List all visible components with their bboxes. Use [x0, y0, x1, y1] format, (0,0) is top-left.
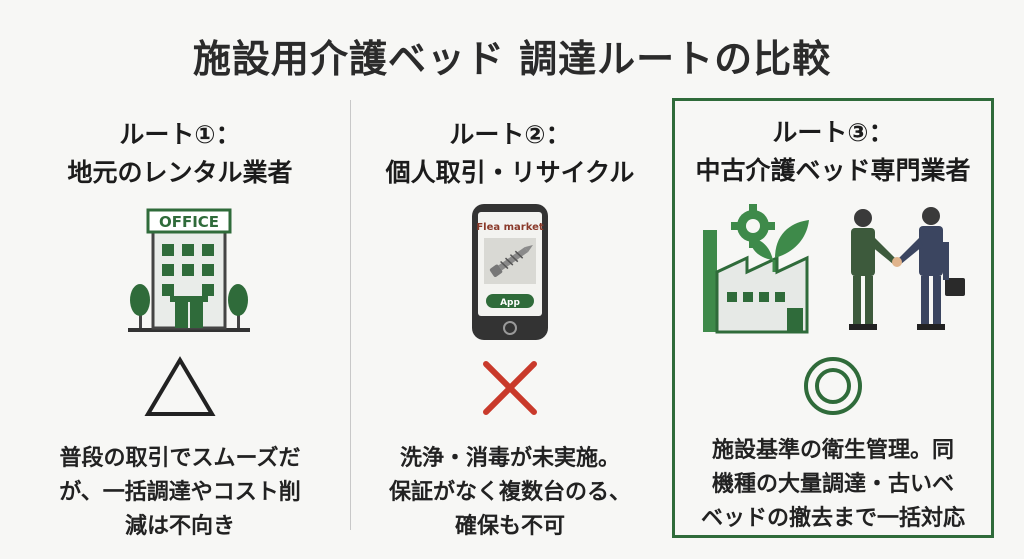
route-1-heading-line1: ルート①： — [119, 120, 241, 149]
smartphone-app-icon: Flea market App — [472, 204, 548, 340]
route-3-column: ルート③： 中古介護ベッド専門業者 — [672, 98, 994, 538]
route-1-column: ルート①： 地元のレンタル業者 OFFICE 普段の取引でスムーズだ が、一括調… — [20, 100, 340, 540]
route-3-heading-line2: 中古介護ベッド専門業者 — [695, 156, 971, 185]
factory-handshake-icon — [703, 204, 965, 334]
route-1-heading-line2: 地元のレンタル業者 — [67, 158, 293, 187]
route-1-description: 普段の取引でスムーズだ が、一括調達やコスト削 減は不向き — [59, 446, 301, 539]
businessman-green-icon — [849, 209, 897, 330]
route-3-description: 施設基準の衛生管理。同 機種の大量調達・古いベ ベッドの撤去まで一括対応 — [700, 438, 965, 531]
businessman-navy-icon — [897, 207, 965, 330]
double-circle-rating-icon — [804, 357, 862, 415]
route-1-heading: ルート①： 地元のレンタル業者 — [20, 116, 340, 192]
route-3-heading-line1: ルート③： — [772, 118, 894, 147]
gear-icon — [731, 204, 775, 248]
phone-header-text: Flea market — [476, 222, 544, 233]
office-building-icon: OFFICE — [128, 208, 250, 332]
triangle-rating-icon — [144, 356, 216, 416]
column-divider-1 — [350, 100, 351, 530]
route-2-heading-line1: ルート②： — [449, 120, 571, 149]
route-2-heading-line2: 個人取引・リサイクル — [385, 158, 635, 187]
route-3-heading: ルート③： 中古介護ベッド専門業者 — [675, 114, 991, 190]
phone-app-button-text: App — [500, 298, 520, 308]
leaf-icon — [775, 220, 809, 258]
route-2-column: ルート②： 個人取引・リサイクル Flea market App 洗浄・消毒が未… — [360, 100, 660, 540]
route-2-heading: ルート②： 個人取引・リサイクル — [360, 116, 660, 192]
office-sign-text: OFFICE — [159, 213, 219, 231]
screw-icon — [489, 244, 533, 277]
page-title: 施設用介護ベッド 調達ルートの比較 — [192, 37, 832, 81]
route-2-description: 洗浄・消毒が未実施。 保証がなく複数台のる、 確保も不可 — [388, 446, 631, 539]
cross-rating-icon — [483, 361, 537, 415]
